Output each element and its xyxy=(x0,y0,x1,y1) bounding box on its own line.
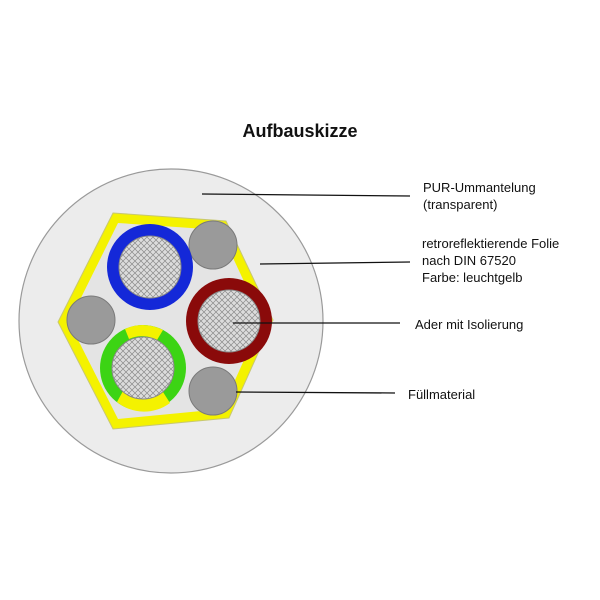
label-core-insulation: Ader mit Isolierung xyxy=(415,317,524,332)
label-reflective-foil: retroreflektierende Folie nach DIN 67520… xyxy=(422,236,560,285)
leader-line-fill xyxy=(235,391,396,394)
filler-bottom xyxy=(188,366,238,416)
label-pur-jacket: PUR-Ummantelung (transparent) xyxy=(423,180,536,212)
conductor-brown xyxy=(197,289,261,353)
conductor-blue xyxy=(118,235,182,299)
diagram-title: Aufbauskizze xyxy=(242,121,358,141)
leader-line-pur xyxy=(201,193,411,197)
filler-left xyxy=(66,295,116,345)
conductor-green-yellow xyxy=(111,336,175,400)
leader-line-foil xyxy=(259,261,411,265)
label-filler-material: Füllmaterial xyxy=(408,387,476,402)
filler-top xyxy=(188,220,238,270)
